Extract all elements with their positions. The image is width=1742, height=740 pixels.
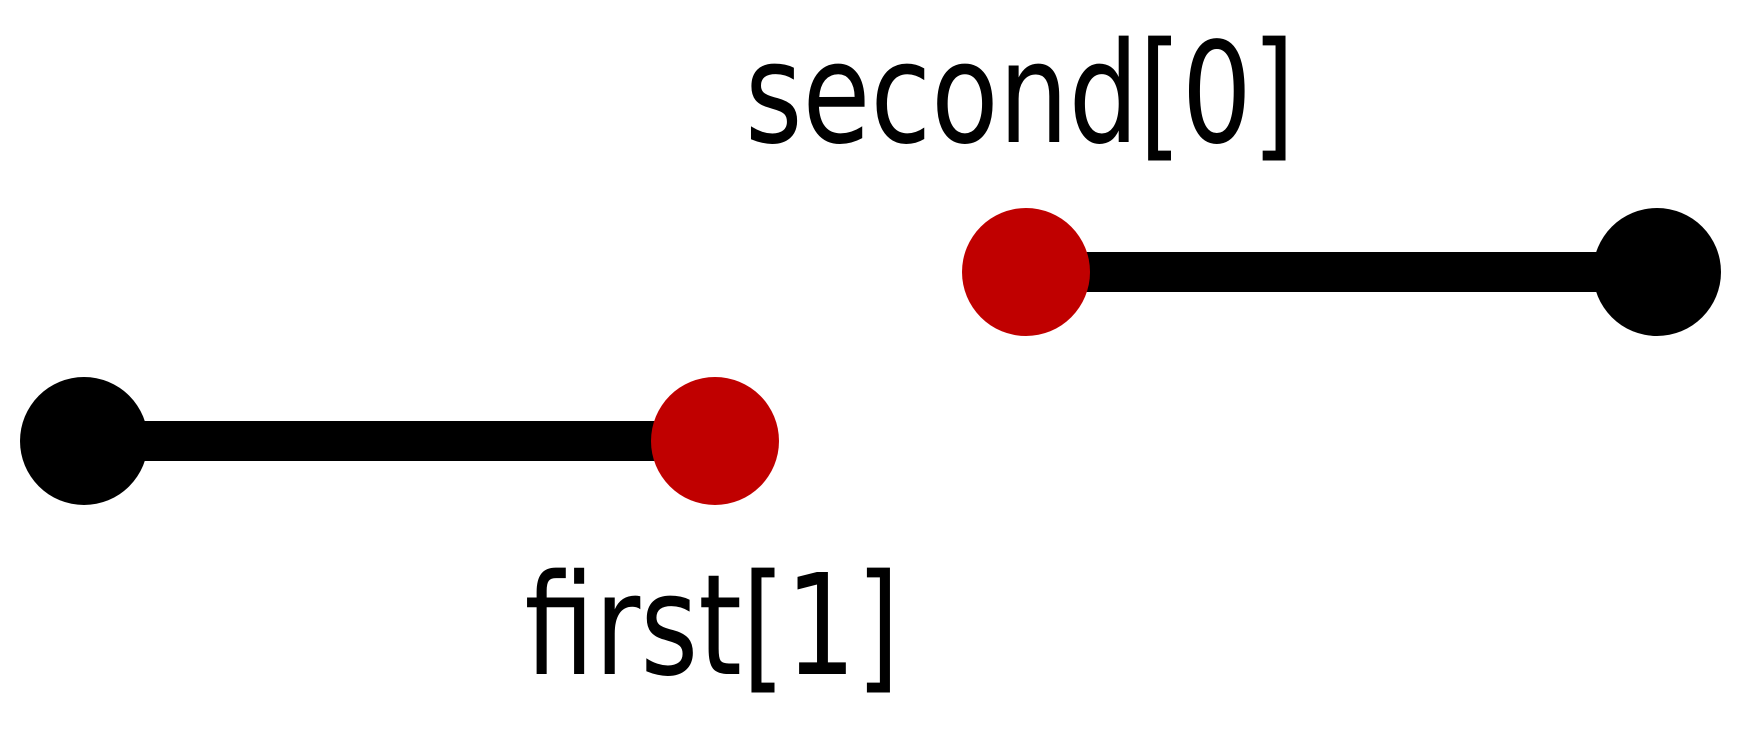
second-end-node [1593,208,1721,336]
second-label: second[0] [745,13,1295,176]
first-start-node [20,377,148,505]
second-start-node [962,208,1090,336]
second-segment [962,208,1721,336]
first-label: first[1] [525,545,900,708]
first-end-node [651,377,779,505]
first-segment [20,377,779,505]
